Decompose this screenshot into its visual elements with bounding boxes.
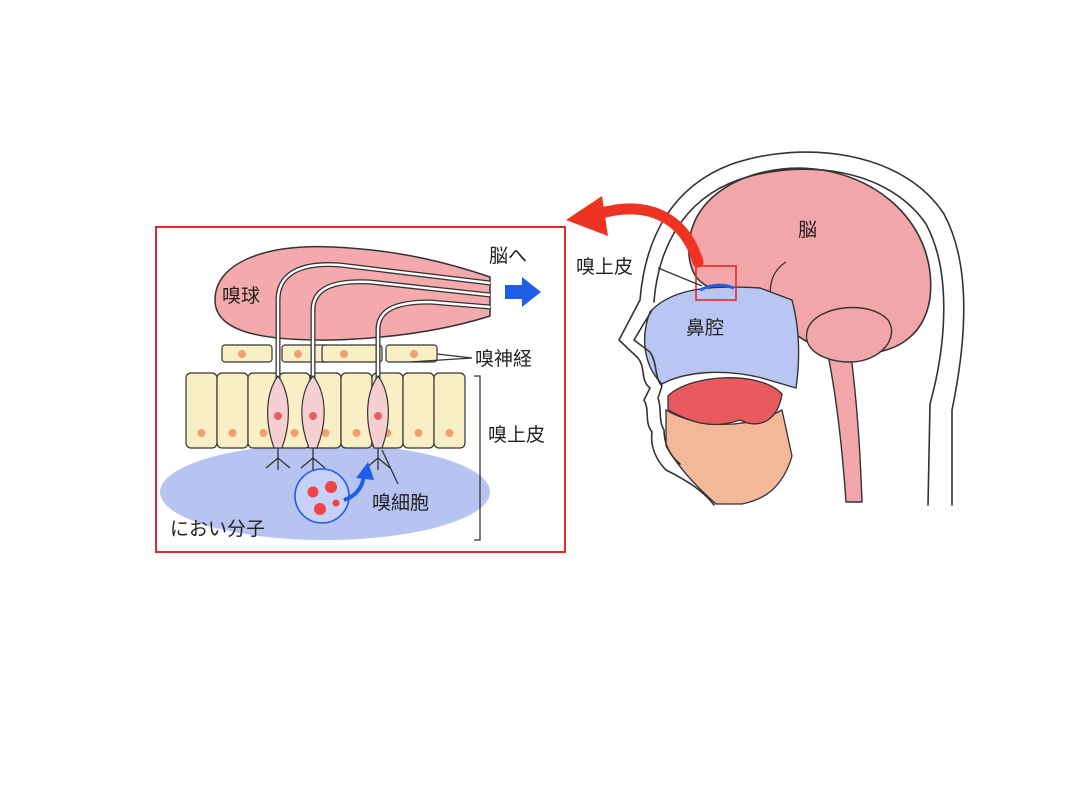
- odor-molecule: [314, 503, 326, 515]
- epithelium-cell-nucleus: [259, 429, 268, 437]
- nerve-cell-nucleus: [238, 350, 246, 358]
- olfactory-cilia: [365, 448, 391, 470]
- nerve-layer: [221, 344, 438, 363]
- nerve-fiber: [311, 280, 491, 380]
- oral-cavity: [667, 377, 783, 426]
- nerve-cell: [321, 344, 383, 363]
- nerve-fiber: [376, 300, 491, 380]
- epithelium-columns: [185, 372, 466, 449]
- head-outline: [639, 151, 965, 506]
- brain-label: 脳: [798, 219, 817, 241]
- inset-epithelium-label: 嗅上皮: [488, 424, 545, 446]
- nasal-cavity-label: 鼻腔: [686, 317, 724, 339]
- throat: [665, 408, 793, 505]
- nerve-cell: [221, 344, 273, 363]
- receptor-label-pointer: [381, 449, 399, 485]
- head-epithelium-label: 嗅上皮: [576, 256, 633, 278]
- epithelium-cell-nucleus: [228, 429, 237, 437]
- olfactory-cells: [265, 374, 391, 470]
- brainstem: [825, 344, 863, 503]
- head-epithelium-pointer: [657, 267, 703, 287]
- odor-molecules: [294, 468, 350, 524]
- to-brain-arrow: [505, 277, 541, 307]
- olfactory-bulb-label: 嗅球: [222, 285, 260, 307]
- olfactory-cell-nucleus: [309, 412, 317, 420]
- odor-molecule-zone: [294, 468, 350, 524]
- nerve-label-pointer: [409, 353, 473, 363]
- epithelium-cell-nucleus: [321, 429, 330, 437]
- binding-arrow-shaft: [343, 475, 366, 502]
- to-brain-label: 脳へ: [489, 245, 527, 267]
- odor-molecule: [332, 499, 340, 507]
- olfactory-nerve-label: 嗅神経: [475, 348, 532, 370]
- nasal-cavity: [644, 286, 800, 389]
- cerebellum: [805, 306, 893, 363]
- epithelium-cell-nucleus: [197, 429, 206, 437]
- head-profile: 嗅上皮 鼻腔 脳: [576, 151, 965, 506]
- odor-molecule: [307, 486, 319, 498]
- odor-molecule: [325, 481, 337, 493]
- olfactory-cell-nucleus: [374, 412, 382, 420]
- olfactory-cell-nucleus: [274, 412, 282, 420]
- nerve-cell-nucleus: [340, 350, 348, 358]
- odor-molecule-label: におい分子: [170, 518, 265, 540]
- olfactory-cell-label: 嗅細胞: [372, 492, 429, 514]
- arrow-red-shaft: [592, 203, 704, 268]
- epithelium-cell-nucleus: [290, 429, 299, 437]
- epithelium-cell-nucleus: [352, 429, 361, 437]
- epithelium-cell-nucleus: [414, 429, 423, 437]
- nerve-fiber: [276, 263, 491, 380]
- olfactory-cilia: [265, 448, 291, 470]
- face-inner-line: [633, 309, 681, 465]
- nerve-cell-nucleus: [294, 350, 302, 358]
- olfactory-cilia: [300, 448, 326, 470]
- nerve-cell-nucleus: [410, 350, 418, 358]
- epithelium-cell: [433, 372, 466, 449]
- epithelium-cell-nucleus: [445, 429, 454, 437]
- epithelium-bracket: [474, 375, 481, 541]
- signal-arrow-red: [566, 196, 704, 268]
- face-profile: [618, 299, 715, 506]
- focus-epithelium-line: [699, 283, 735, 292]
- arrow-red-head: [566, 196, 608, 236]
- nerve-fibers: [275, 262, 491, 380]
- inset-panel: 嗅球 脳へ 嗅神経 嗅上皮 嗅細胞 におい分子: [155, 226, 566, 553]
- binding-arrow-head: [356, 462, 374, 480]
